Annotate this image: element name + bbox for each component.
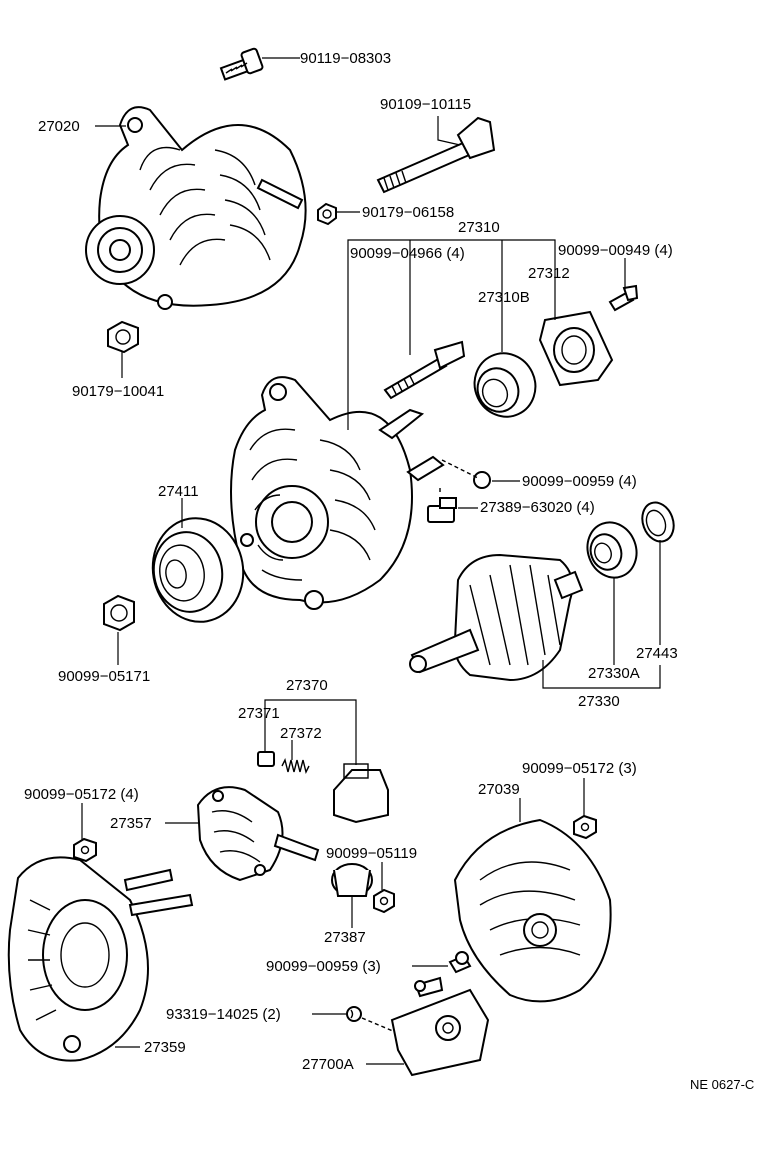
label-90099-00949: 90099−00949 (4)	[558, 242, 673, 259]
nut-90179-06158-icon	[317, 202, 337, 226]
bearing-retainer-27312-icon	[538, 310, 614, 387]
clip-27389-63020-icon	[427, 497, 457, 523]
label-27371: 27371	[238, 705, 280, 722]
nut-90099-05119-icon	[373, 888, 395, 914]
screw-90099-00959-icon	[439, 459, 491, 495]
label-90099-05172-3: 90099−05172 (3)	[522, 760, 637, 777]
rotor-27330-icon	[409, 553, 584, 682]
bolt-90119-08303-icon	[219, 47, 264, 81]
label-90119-08303: 90119−08303	[300, 50, 391, 67]
label-90179-10041: 90179−10041	[72, 383, 164, 400]
label-27330A: 27330A	[588, 665, 640, 682]
nut-90099-05171-icon	[103, 594, 135, 632]
diagram-code: NE 0627-C	[690, 1077, 754, 1092]
label-27310: 27310	[458, 219, 500, 236]
bearing-27330A-icon	[586, 521, 638, 579]
end-cover-27039-icon	[453, 818, 612, 1003]
label-90109-10115: 90109−10115	[380, 96, 471, 113]
label-27372: 27372	[280, 725, 322, 742]
label-90099-05119: 90099−05119	[326, 845, 417, 862]
spring-27372-icon	[281, 757, 310, 775]
label-27312: 27312	[528, 265, 570, 282]
label-90099-00959-4: 90099−00959 (4)	[522, 473, 637, 490]
label-27330: 27330	[578, 693, 620, 710]
rear-frame-27359-icon	[7, 856, 194, 1062]
label-27310B: 27310B	[478, 289, 530, 306]
label-90099-04966: 90099−04966 (4)	[350, 245, 465, 262]
screw-90099-04966-icon	[383, 340, 466, 400]
cover-27443-icon	[641, 501, 675, 543]
screw-90099-00949-icon	[608, 284, 639, 312]
label-27039: 27039	[478, 781, 520, 798]
alternator-assembly-27020-icon	[85, 106, 307, 310]
pulley-27411-icon	[151, 517, 245, 623]
label-27443: 27443	[636, 645, 678, 662]
drive-end-frame-icon	[230, 376, 445, 610]
label-93319-14025: 93319−14025 (2)	[166, 1006, 281, 1023]
nut-90099-05172-4-icon	[73, 837, 97, 863]
label-90099-05172-4: 90099−05172 (4)	[24, 786, 139, 803]
label-27020: 27020	[38, 118, 80, 135]
screw-90099-00959-3-icon	[448, 951, 472, 974]
regulator-27700A-icon	[390, 976, 490, 1077]
label-27411: 27411	[158, 483, 199, 500]
brush-27371-icon	[257, 751, 275, 767]
label-90099-00959-3: 90099−00959 (3)	[266, 958, 381, 975]
label-27370: 27370	[286, 677, 328, 694]
leader-lines	[81, 57, 661, 1065]
bearing-27310B-icon	[473, 352, 537, 418]
plate-nut-93319-14025-icon	[346, 1006, 401, 1035]
label-27387: 27387	[324, 929, 366, 946]
label-27389-63020: 27389−63020 (4)	[480, 499, 595, 516]
brush-holder-27370-icon	[333, 763, 389, 824]
label-27700A: 27700A	[302, 1056, 354, 1073]
label-90179-06158: 90179−06158	[362, 204, 454, 221]
nut-90099-05172-3-icon	[573, 814, 597, 840]
label-27357: 27357	[110, 815, 152, 832]
nut-90179-10041-icon	[107, 320, 139, 354]
rectifier-holder-27357-icon	[196, 786, 320, 882]
through-bolt-90109-10115-icon	[376, 116, 496, 194]
label-90099-05171: 90099−05171	[58, 668, 150, 685]
label-27359: 27359	[144, 1039, 186, 1056]
insulator-27387-icon	[331, 863, 373, 897]
